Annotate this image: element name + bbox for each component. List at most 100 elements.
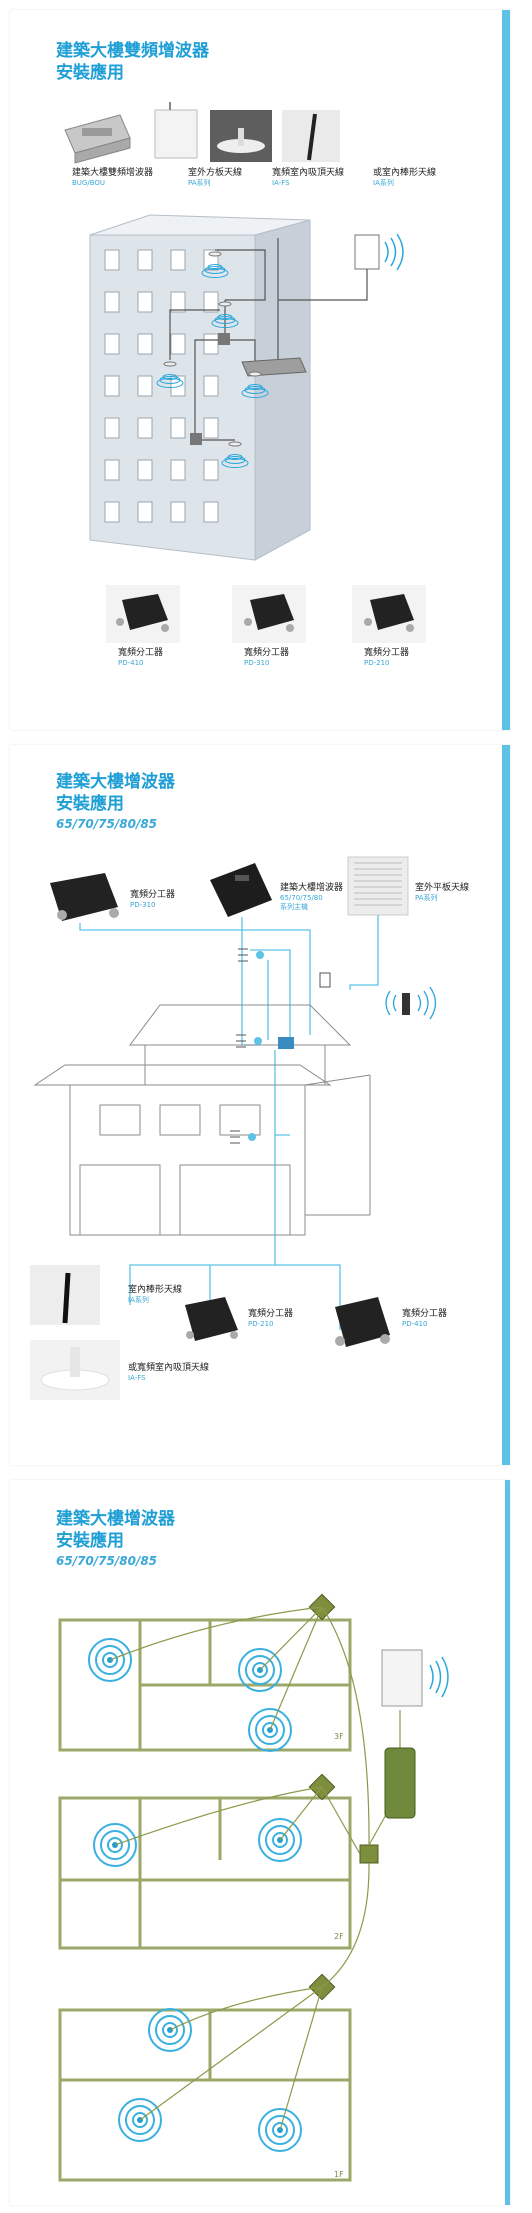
building-splitter-a <box>218 333 230 345</box>
title-line-2: 安裝應用 <box>56 1531 124 1551</box>
label-bottom-splitter-pd210: 寬頻分工器 PD-210 <box>248 1309 294 1328</box>
window <box>137 291 153 313</box>
floor-flat-antenna-waves <box>429 1656 449 1698</box>
signal-waves <box>156 251 269 468</box>
sheet-2-building-booster: 建築大樓增波器 安裝應用 65/70/75/80/85 <box>10 745 510 1465</box>
label-bottom-splitter-pd410: 寬頻分工器 PD-410 <box>402 1309 448 1328</box>
coverage-ring <box>93 1823 137 1867</box>
building-splitter-b <box>190 433 202 445</box>
coverage-ring <box>245 1655 275 1685</box>
window <box>203 417 219 439</box>
window <box>104 417 120 439</box>
roof-panel-waves <box>384 233 404 271</box>
sheet-2-illustration <box>30 856 437 1400</box>
title-line-2: 安裝應用 <box>56 63 124 83</box>
product-label-rod-antenna: 或室內棒形天線 IA系列 <box>373 168 437 187</box>
coverage-ring <box>125 2105 155 2135</box>
window <box>104 375 120 397</box>
floor-label-1f: 1F <box>334 2170 344 2179</box>
window <box>203 459 219 481</box>
coverage-ring <box>118 2098 162 2142</box>
ceiling-antenna-icon <box>218 301 232 307</box>
outdoor-panel-antenna-image <box>154 102 198 159</box>
sheet-3-illustration <box>58 1593 449 2182</box>
ceiling-antenna-icon <box>208 251 222 257</box>
dual-band-booster-image <box>64 114 131 164</box>
coverage-ring <box>255 1715 285 1745</box>
window <box>203 333 219 355</box>
model-series: 65/70/75/80/85 <box>56 1554 158 1568</box>
window <box>137 375 153 397</box>
product-label-booster: 建築大樓雙頻增波器 BUG/BOU <box>72 168 154 187</box>
floor-label-3f: 3F <box>334 1732 344 1741</box>
roof-panel-antenna <box>354 234 380 270</box>
window <box>170 417 186 439</box>
bottom-splitter-pd410-image <box>335 1297 390 1347</box>
window <box>137 333 153 355</box>
sheet-2-title: 建築大樓增波器 安裝應用 <box>56 771 175 815</box>
window <box>203 501 219 523</box>
window <box>137 249 153 271</box>
sheet-3-title: 建築大樓增波器 安裝應用 <box>56 1508 175 1552</box>
coverage-ring <box>272 1832 288 1848</box>
building-booster <box>241 357 307 377</box>
antenna-mark <box>230 1130 240 1144</box>
rod-antenna-image <box>282 110 340 162</box>
floor-booster <box>384 1747 416 1819</box>
coverage-ring <box>265 1825 295 1855</box>
label-outdoor-flat-antenna: 室外平板天線 PA系列 <box>415 883 470 902</box>
accent-stripe <box>502 745 510 1465</box>
house-outline <box>33 1004 371 1236</box>
coverage-ring <box>265 2115 295 2145</box>
rod-antenna-waves <box>385 986 437 1020</box>
window <box>203 375 219 397</box>
coverage-ring <box>132 2112 148 2128</box>
booster-host-image <box>210 863 272 917</box>
title-line-1: 建築大樓增波器 <box>56 772 175 792</box>
sheet-3-floor-plan: 建築大樓增波器 安裝應用 65/70/75/80/85 <box>10 1480 510 2205</box>
window <box>170 333 186 355</box>
coverage-ring <box>262 1722 278 1738</box>
ceiling-antenna-image <box>210 110 272 162</box>
splitter-label-pd310: 寬頻分工器 PD-310 <box>244 648 290 667</box>
bottom-ceiling-antenna-image <box>30 1340 120 1400</box>
label-bottom-ceiling-antenna: 或寬頻室內吸頂天線 IA-FS <box>128 1363 210 1382</box>
floor-plan-walls <box>58 1618 352 2182</box>
wave-ring <box>221 458 249 468</box>
coverage-ring <box>272 2122 288 2138</box>
wave-ring <box>211 318 239 328</box>
antenna-mark <box>236 1034 246 1048</box>
accent-stripe <box>505 1480 510 2205</box>
rod-antenna-small <box>402 993 410 1015</box>
splitter-pd310-image <box>232 585 306 643</box>
window <box>170 291 186 313</box>
coverage-ring <box>155 2015 185 2045</box>
building-windows <box>104 249 219 523</box>
splitter-label-pd210: 寬頻分工器 PD-210 <box>364 648 410 667</box>
window <box>104 249 120 271</box>
coverage-ring <box>102 1652 118 1668</box>
coverage-ring <box>252 1662 268 1678</box>
coverage-ring <box>258 2108 302 2152</box>
window <box>137 501 153 523</box>
ceiling-antenna-icon <box>256 951 264 959</box>
building-illustration <box>89 214 311 561</box>
splitter-label-pd410: 寬頻分工器 PD-410 <box>118 648 164 667</box>
window <box>170 501 186 523</box>
splitter-pd210-image <box>352 585 426 643</box>
sheet-1-illustration <box>64 102 426 643</box>
bottom-splitter-pd210-image <box>185 1297 238 1341</box>
product-label-panel-antenna: 室外方板天線 PA系列 <box>188 168 243 187</box>
sheet-1-title: 建築大樓雙頻增波器 安裝應用 <box>56 40 209 84</box>
window <box>104 291 120 313</box>
ceiling-antenna-icon <box>248 371 262 377</box>
cable-runs <box>79 915 379 1330</box>
ceiling-antenna-icon <box>228 441 242 447</box>
top-splitter-pd310-image <box>50 873 119 921</box>
wave-ring <box>201 268 229 278</box>
coverage-ring <box>95 1645 125 1675</box>
ceiling-antenna-icon <box>248 1133 256 1141</box>
house-panel-antenna <box>319 972 331 988</box>
outdoor-flat-antenna-image <box>347 856 409 916</box>
label-bottom-rod-antenna: 室內棒形天線 IA系列 <box>128 1285 183 1304</box>
